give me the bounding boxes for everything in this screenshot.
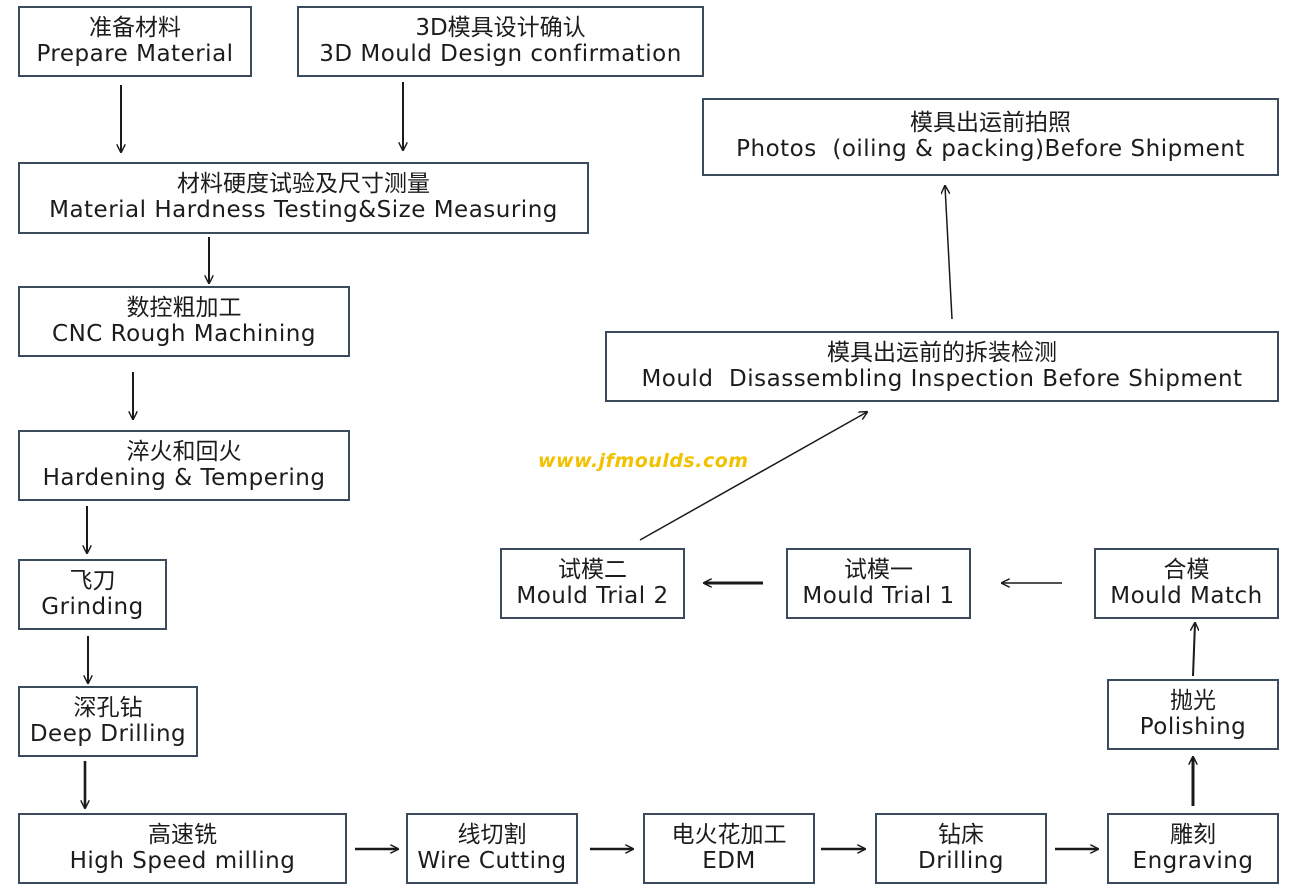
step-edm: 电火花加工 EDM [643,813,815,884]
step-label-en: Deep Drilling [29,720,187,747]
step-label-en: Grinding [41,593,144,620]
step-label-zh: 数控粗加工 [126,294,242,321]
step-label-zh: 合模 [1163,556,1210,583]
watermark-url: www.jfmoulds.com [538,450,749,472]
step-label-zh: 电火花加工 [671,821,787,848]
step-label-zh: 淬火和回火 [126,438,242,465]
step-label-en: Prepare Material [36,40,234,67]
step-label-en: Mould Match [1110,582,1263,609]
step-label-zh: 模具出运前的拆装检测 [827,339,1057,366]
arrow-polishing-to-mould-match [1193,623,1195,677]
step-mould-match: 合模 Mould Match [1094,548,1279,619]
step-hardness-testing: 材料硬度试验及尺寸测量 Material Hardness Testing&Si… [18,162,589,234]
step-disassembling-inspection: 模具出运前的拆装检测 Mould Disassembling Inspectio… [605,331,1279,402]
step-high-speed-milling: 高速铣 High Speed milling [18,813,347,884]
step-photos-before-shipment: 模具出运前拍照 Photos (oiling & packing)Before … [702,98,1279,176]
step-label-zh: 模具出运前拍照 [910,110,1071,137]
step-label-zh: 材料硬度试验及尺寸测量 [177,171,430,198]
step-label-en: Mould Trial 2 [516,582,669,609]
step-3d-mould-design: 3D模具设计确认 3D Mould Design confirmation [297,6,704,77]
step-cnc-rough-machining: 数控粗加工 CNC Rough Machining [18,286,350,357]
step-label-zh: 飞刀 [69,567,116,594]
step-hardening-tempering: 淬火和回火 Hardening & Tempering [18,430,350,501]
step-deep-drilling: 深孔钻 Deep Drilling [18,686,198,757]
step-label-en: EDM [702,847,756,874]
step-label-en: Polishing [1139,713,1247,740]
step-label-zh: 钻床 [938,821,984,848]
step-drilling: 钻床 Drilling [875,813,1047,884]
step-label-en: Wire Cutting [417,847,567,874]
step-label-en: High Speed milling [69,847,296,874]
step-label-en: Material Hardness Testing&Size Measuring [49,197,558,223]
step-label-en: Hardening & Tempering [42,464,326,491]
step-wire-cutting: 线切割 Wire Cutting [406,813,578,884]
step-mould-trial-2: 试模二 Mould Trial 2 [500,548,685,619]
step-label-en: Drilling [918,847,1004,874]
step-label-zh: 试模二 [558,556,627,583]
step-polishing: 抛光 Polishing [1107,679,1279,750]
step-engraving: 雕刻 Engraving [1107,813,1279,884]
step-label-en: Mould Disassembling Inspection Before Sh… [641,365,1243,392]
step-label-zh: 抛光 [1170,687,1216,714]
step-label-zh: 线切割 [457,821,527,848]
step-label-zh: 雕刻 [1170,821,1216,848]
step-label-en: Photos (oiling & packing)Before Shipment [736,136,1245,162]
step-label-en: Mould Trial 1 [802,582,955,609]
step-prepare-material: 准备材料 Prepare Material [18,6,252,77]
arrow-inspection-to-photos [945,186,953,320]
step-label-en: 3D Mould Design confirmation [319,40,682,67]
step-label-zh: 3D模具设计确认 [415,14,586,41]
step-label-zh: 准备材料 [89,14,181,41]
step-label-zh: 深孔钻 [73,694,143,721]
step-label-en: Engraving [1132,847,1254,874]
step-grinding: 飞刀 Grinding [18,559,167,630]
step-label-zh: 试模一 [844,556,913,583]
step-label-en: CNC Rough Machining [52,320,316,347]
step-mould-trial-1: 试模一 Mould Trial 1 [786,548,971,619]
arrow-trial2-to-inspection [639,412,867,541]
step-label-zh: 高速铣 [148,821,217,848]
